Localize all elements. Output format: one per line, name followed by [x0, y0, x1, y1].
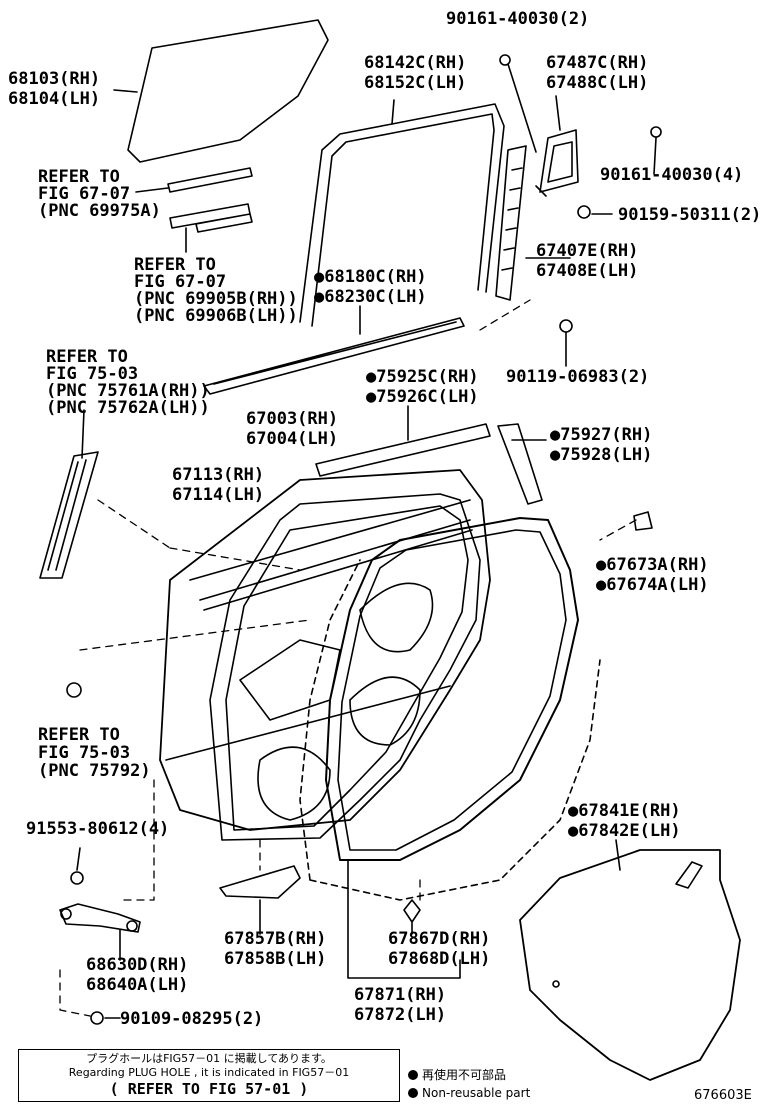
label-67858b: 67858B(LH) — [224, 949, 327, 969]
label-67868d: 67868D(LH) — [388, 949, 491, 969]
refer-3-line-1: REFER TO — [46, 347, 128, 367]
label-90161-40030-4: 90161-40030(4) — [600, 165, 744, 185]
refer-2-line-4: (PNC 69906B(LH)) — [134, 306, 298, 326]
label-67004: 67004(LH) — [246, 429, 339, 449]
label-67487c: 67487C(RH) — [546, 53, 649, 73]
label-68152c: 68152C(LH) — [364, 73, 467, 93]
label-68630d: 68630D(RH) — [86, 955, 189, 975]
refer-3-line-4: (PNC 75762A(LH)) — [46, 398, 210, 418]
label-67674a: ●67674A(LH) — [596, 575, 709, 595]
label-67842e: ●67842E(LH) — [568, 821, 681, 841]
label-90161-40030-2: 90161-40030(2) — [446, 9, 590, 29]
label-68104: 68104(LH) — [8, 89, 101, 109]
refer-1-line-3: (PNC 69975A) — [38, 201, 161, 221]
roof-strip — [315, 423, 491, 477]
bullet-icon — [408, 1070, 418, 1080]
label-68142c: 68142C(RH) — [364, 53, 467, 73]
label-75928: ●75928(LH) — [550, 445, 653, 465]
refer-2-line-2: FIG 67-07 — [134, 272, 227, 292]
corner-piece — [539, 129, 579, 193]
label-67407e: 67407E(RH) — [536, 241, 639, 261]
label-68640a: 68640A(LH) — [86, 975, 189, 995]
label-67673a: ●67673A(RH) — [596, 555, 709, 575]
refer-4-line-3: (PNC 75792) — [38, 761, 151, 781]
label-67841e: ●67841E(RH) — [568, 801, 681, 821]
legend-japanese: 再使用不可部品 — [408, 1068, 506, 1083]
legend-english: Non-reusable part — [408, 1086, 530, 1101]
label-90109-08295: 90109-08295(2) — [120, 1009, 264, 1029]
figure-code: 676603E — [694, 1088, 752, 1103]
label-67003: 67003(RH) — [246, 409, 339, 429]
label-67867d: 67867D(RH) — [388, 929, 491, 949]
belt-moulding — [203, 317, 465, 395]
refer-3-line-2: FIG 75-03 — [46, 364, 139, 384]
label-68180c: ●68180C(RH) — [314, 267, 427, 287]
note-refer: ( REFER TO FIG 57-01 ) — [109, 1080, 309, 1098]
seal-pad — [219, 865, 301, 899]
rear-sash — [39, 451, 99, 579]
label-67871: 67871(RH) — [354, 985, 447, 1005]
outer-weatherstrip — [167, 167, 253, 233]
label-75927: ●75927(RH) — [550, 425, 653, 445]
clip — [633, 511, 653, 531]
note-english: Regarding PLUG HOLE , it is indicated in… — [68, 1066, 350, 1079]
door-weatherstrip — [325, 517, 579, 861]
label-67114: 67114(LH) — [172, 485, 265, 505]
note-japanese: プラグホールはFIG57－01 に掲載してあります。 — [86, 1052, 332, 1065]
refer-4-line-2: FIG 75-03 — [38, 743, 131, 763]
refer-3-line-3: (PNC 75761A(RH)) — [46, 381, 210, 401]
refer-1-line-2: FIG 67-07 — [38, 184, 131, 204]
refer-4-line-1: REFER TO — [38, 725, 120, 745]
service-hole — [257, 746, 331, 821]
label-90159-50311: 90159-50311(2) — [618, 205, 760, 225]
door-inner-frame — [209, 493, 481, 841]
refer-1-line-1: REFER TO — [38, 167, 120, 187]
service-cover — [519, 849, 741, 1081]
label-68103: 68103(RH) — [8, 69, 101, 89]
division-bar — [495, 145, 527, 301]
plug-clip — [66, 682, 82, 698]
label-67488c: 67488C(LH) — [546, 73, 649, 93]
door-check — [59, 903, 141, 933]
label-67113: 67113(RH) — [172, 465, 265, 485]
label-67408e: 67408E(LH) — [536, 261, 639, 281]
refer-2-line-3: (PNC 69905B(RH)) — [134, 289, 298, 309]
label-67872: 67872(LH) — [354, 1005, 447, 1025]
inner-seal — [299, 559, 601, 901]
door-glass — [127, 19, 329, 163]
bullet-icon — [408, 1088, 418, 1098]
label-67857b: 67857B(RH) — [224, 929, 327, 949]
refer-2-line-1: REFER TO — [134, 255, 216, 275]
label-90119-06983: 90119-06983(2) — [506, 367, 650, 387]
plug-hole-note: プラグホールはFIG57－01 に掲載してあります。 Regarding PLU… — [18, 1049, 400, 1102]
end-strip — [497, 423, 543, 505]
screw-icons — [70, 54, 662, 1025]
door-panel — [159, 469, 491, 831]
label-75926c: ●75926C(LH) — [366, 387, 479, 407]
label-68230c: ●68230C(LH) — [314, 287, 427, 307]
label-91553-80612: 91553-80612(4) — [26, 819, 170, 839]
label-75925c: ●75925C(RH) — [366, 367, 479, 387]
